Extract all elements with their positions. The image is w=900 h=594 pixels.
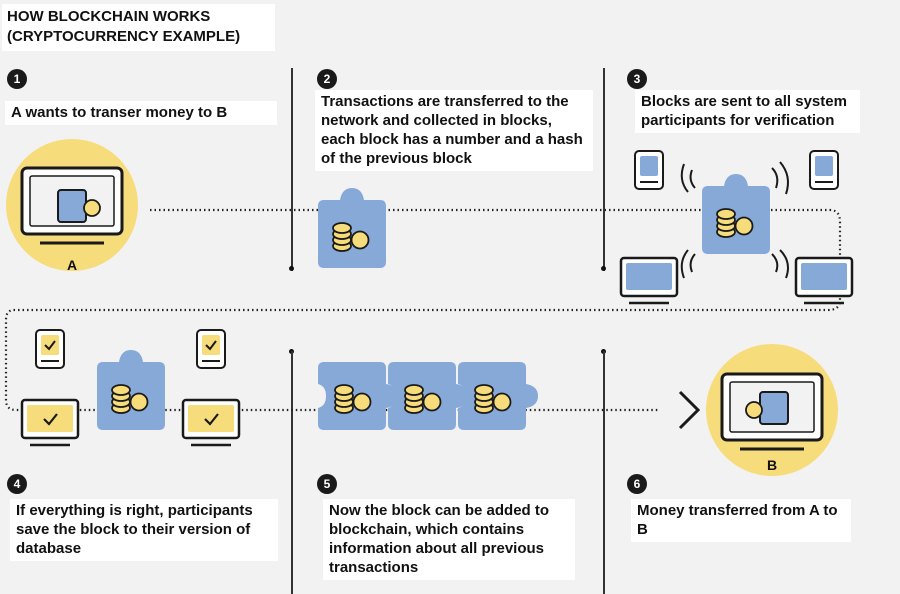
step-2-text: Transactions are transferred to the netw… [315, 90, 593, 171]
monitor-icon [181, 398, 241, 447]
divider-dot [289, 266, 294, 271]
verification-group [20, 329, 241, 447]
sender-label: A [67, 257, 77, 273]
wallet-icon [57, 189, 101, 223]
phone-icon [634, 150, 664, 190]
receiver-label: B [767, 457, 777, 473]
step-4-text: If everything is right, participants sav… [10, 499, 278, 561]
phone-icon [809, 150, 839, 190]
step-number-3: 3 [627, 69, 647, 89]
title-line-2: (CRYPTOCURRENCY EXAMPLE) [7, 28, 241, 45]
step-number-2: 2 [317, 69, 337, 89]
sender-computer [6, 139, 138, 271]
diagram-title: HOW BLOCKCHAIN WORKS (CRYPTOCURRENCY EXA… [2, 4, 275, 51]
puzzle-block-icon [702, 174, 770, 254]
arrow-right-icon [678, 390, 701, 430]
divider-top-left [291, 68, 293, 271]
step-number-4: 4 [7, 474, 27, 494]
step-6-text: Money transferred from A to B [631, 499, 851, 542]
block-distribution [619, 150, 854, 305]
monitor-icon [20, 398, 80, 447]
step-number-5: 5 [317, 474, 337, 494]
divider-bottom-left [291, 351, 293, 594]
signal-waves-icon [680, 161, 789, 279]
title-line-1: HOW BLOCKCHAIN WORKS [7, 8, 211, 25]
blockchain [318, 362, 538, 430]
step-number-6: 6 [627, 474, 647, 494]
divider-top-right [603, 68, 605, 271]
divider-bottom-right [603, 351, 605, 594]
chain-block-2 [388, 362, 468, 430]
phone-icon [196, 329, 226, 369]
step-5-text: Now the block can be added to blockchain… [323, 499, 575, 580]
puzzle-block-icon [97, 350, 165, 430]
monitor-icon [794, 256, 854, 305]
phone-icon [35, 329, 65, 369]
divider-dot [601, 266, 606, 271]
puzzle-block-icon [318, 188, 386, 268]
step-3-text: Blocks are sent to all system participan… [635, 90, 860, 133]
monitor-icon [619, 256, 679, 305]
step-1-text: A wants to transer money to B [5, 101, 277, 125]
wallet-icon [745, 391, 789, 425]
step-number-1: 1 [7, 69, 27, 89]
chain-block-3 [458, 362, 538, 430]
chain-block-1 [318, 362, 398, 430]
receiver-computer [706, 344, 838, 476]
